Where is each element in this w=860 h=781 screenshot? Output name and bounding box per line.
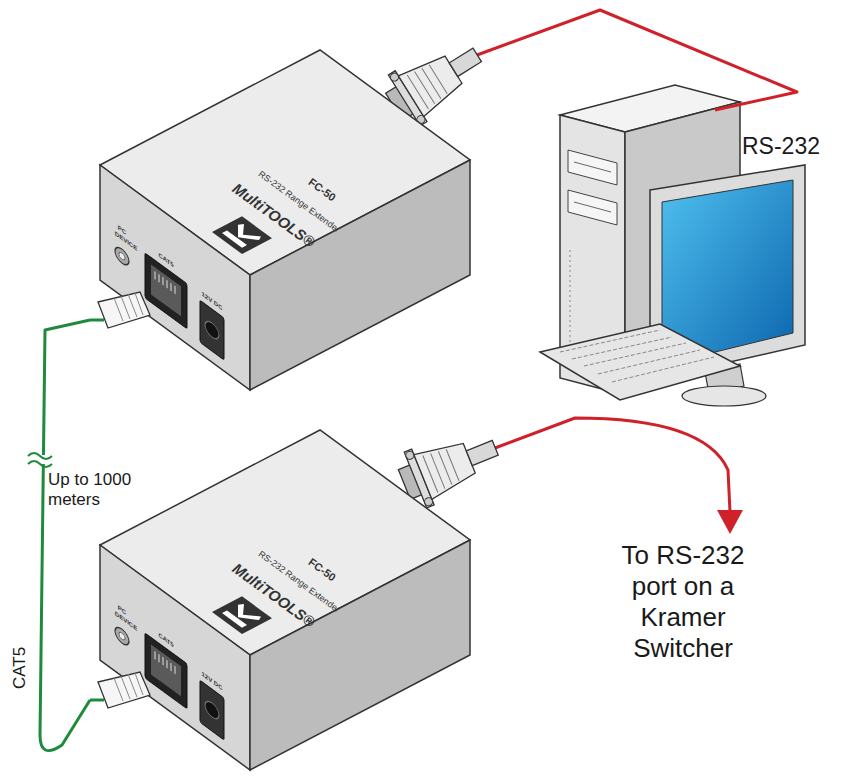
rj45-jack <box>145 633 187 709</box>
tower-side <box>625 102 740 395</box>
keyboard-keys <box>560 330 714 382</box>
range-extender-unit: MultiTOOLS®FC-50RS-232 Range ExtenderPCD… <box>90 410 480 780</box>
logo-mark <box>222 610 247 627</box>
rj45-jack <box>151 644 181 696</box>
kramer-logo <box>212 216 272 254</box>
tower-front <box>560 115 625 395</box>
monitor-screen <box>662 180 793 365</box>
rj45-pins <box>155 271 175 294</box>
break-line <box>28 453 52 459</box>
box-side <box>250 160 470 390</box>
box-front <box>100 165 250 390</box>
plug-ribs <box>114 293 143 321</box>
box-front <box>100 545 250 770</box>
logo-square <box>212 216 272 254</box>
led <box>115 244 129 268</box>
break-gap <box>30 455 52 464</box>
drive-bay <box>568 190 617 225</box>
break-line <box>28 461 52 467</box>
led <box>119 631 125 641</box>
cable-label: CAT5 <box>11 647 28 689</box>
dc-jack <box>205 318 219 342</box>
drive-slot <box>574 162 611 172</box>
rj45-jack <box>145 253 187 329</box>
box-side <box>250 540 470 770</box>
monitor-frame <box>650 165 805 380</box>
annotation-label: To RS-232 port on a Kramer Switcher <box>603 540 763 664</box>
keyboard <box>540 324 740 400</box>
rs232-wire <box>495 418 730 512</box>
rj45-plug <box>98 672 150 708</box>
dc-jack <box>205 698 219 722</box>
drive-slot <box>574 202 611 212</box>
annotation-label: RS-232 <box>742 132 860 160</box>
range-extender-unit: MultiTOOLS®FC-50RS-232 Range ExtenderPCD… <box>90 30 480 400</box>
logo-mark <box>222 230 247 247</box>
rj45-jack <box>151 264 181 316</box>
logo-mark <box>228 603 263 626</box>
drive-bay <box>568 150 617 185</box>
cat5-stub <box>90 319 104 322</box>
plug-ribs <box>114 673 143 701</box>
cat5-stub <box>90 699 104 702</box>
cat5-cable <box>40 320 90 751</box>
led <box>115 624 129 648</box>
kramer-logo <box>212 596 272 634</box>
logo-square <box>212 596 272 634</box>
rj45-plug <box>98 292 150 328</box>
monitor-base <box>682 386 766 406</box>
annotation-label: Up to 1000 meters <box>48 470 178 510</box>
led <box>119 251 125 261</box>
rs232-wire <box>477 10 797 110</box>
rj45-pins <box>155 651 175 674</box>
tower-vent <box>570 250 571 360</box>
monitor-stand <box>705 364 744 394</box>
tower-top <box>560 85 740 132</box>
arrow-head <box>717 510 743 534</box>
logo-mark <box>228 223 263 246</box>
